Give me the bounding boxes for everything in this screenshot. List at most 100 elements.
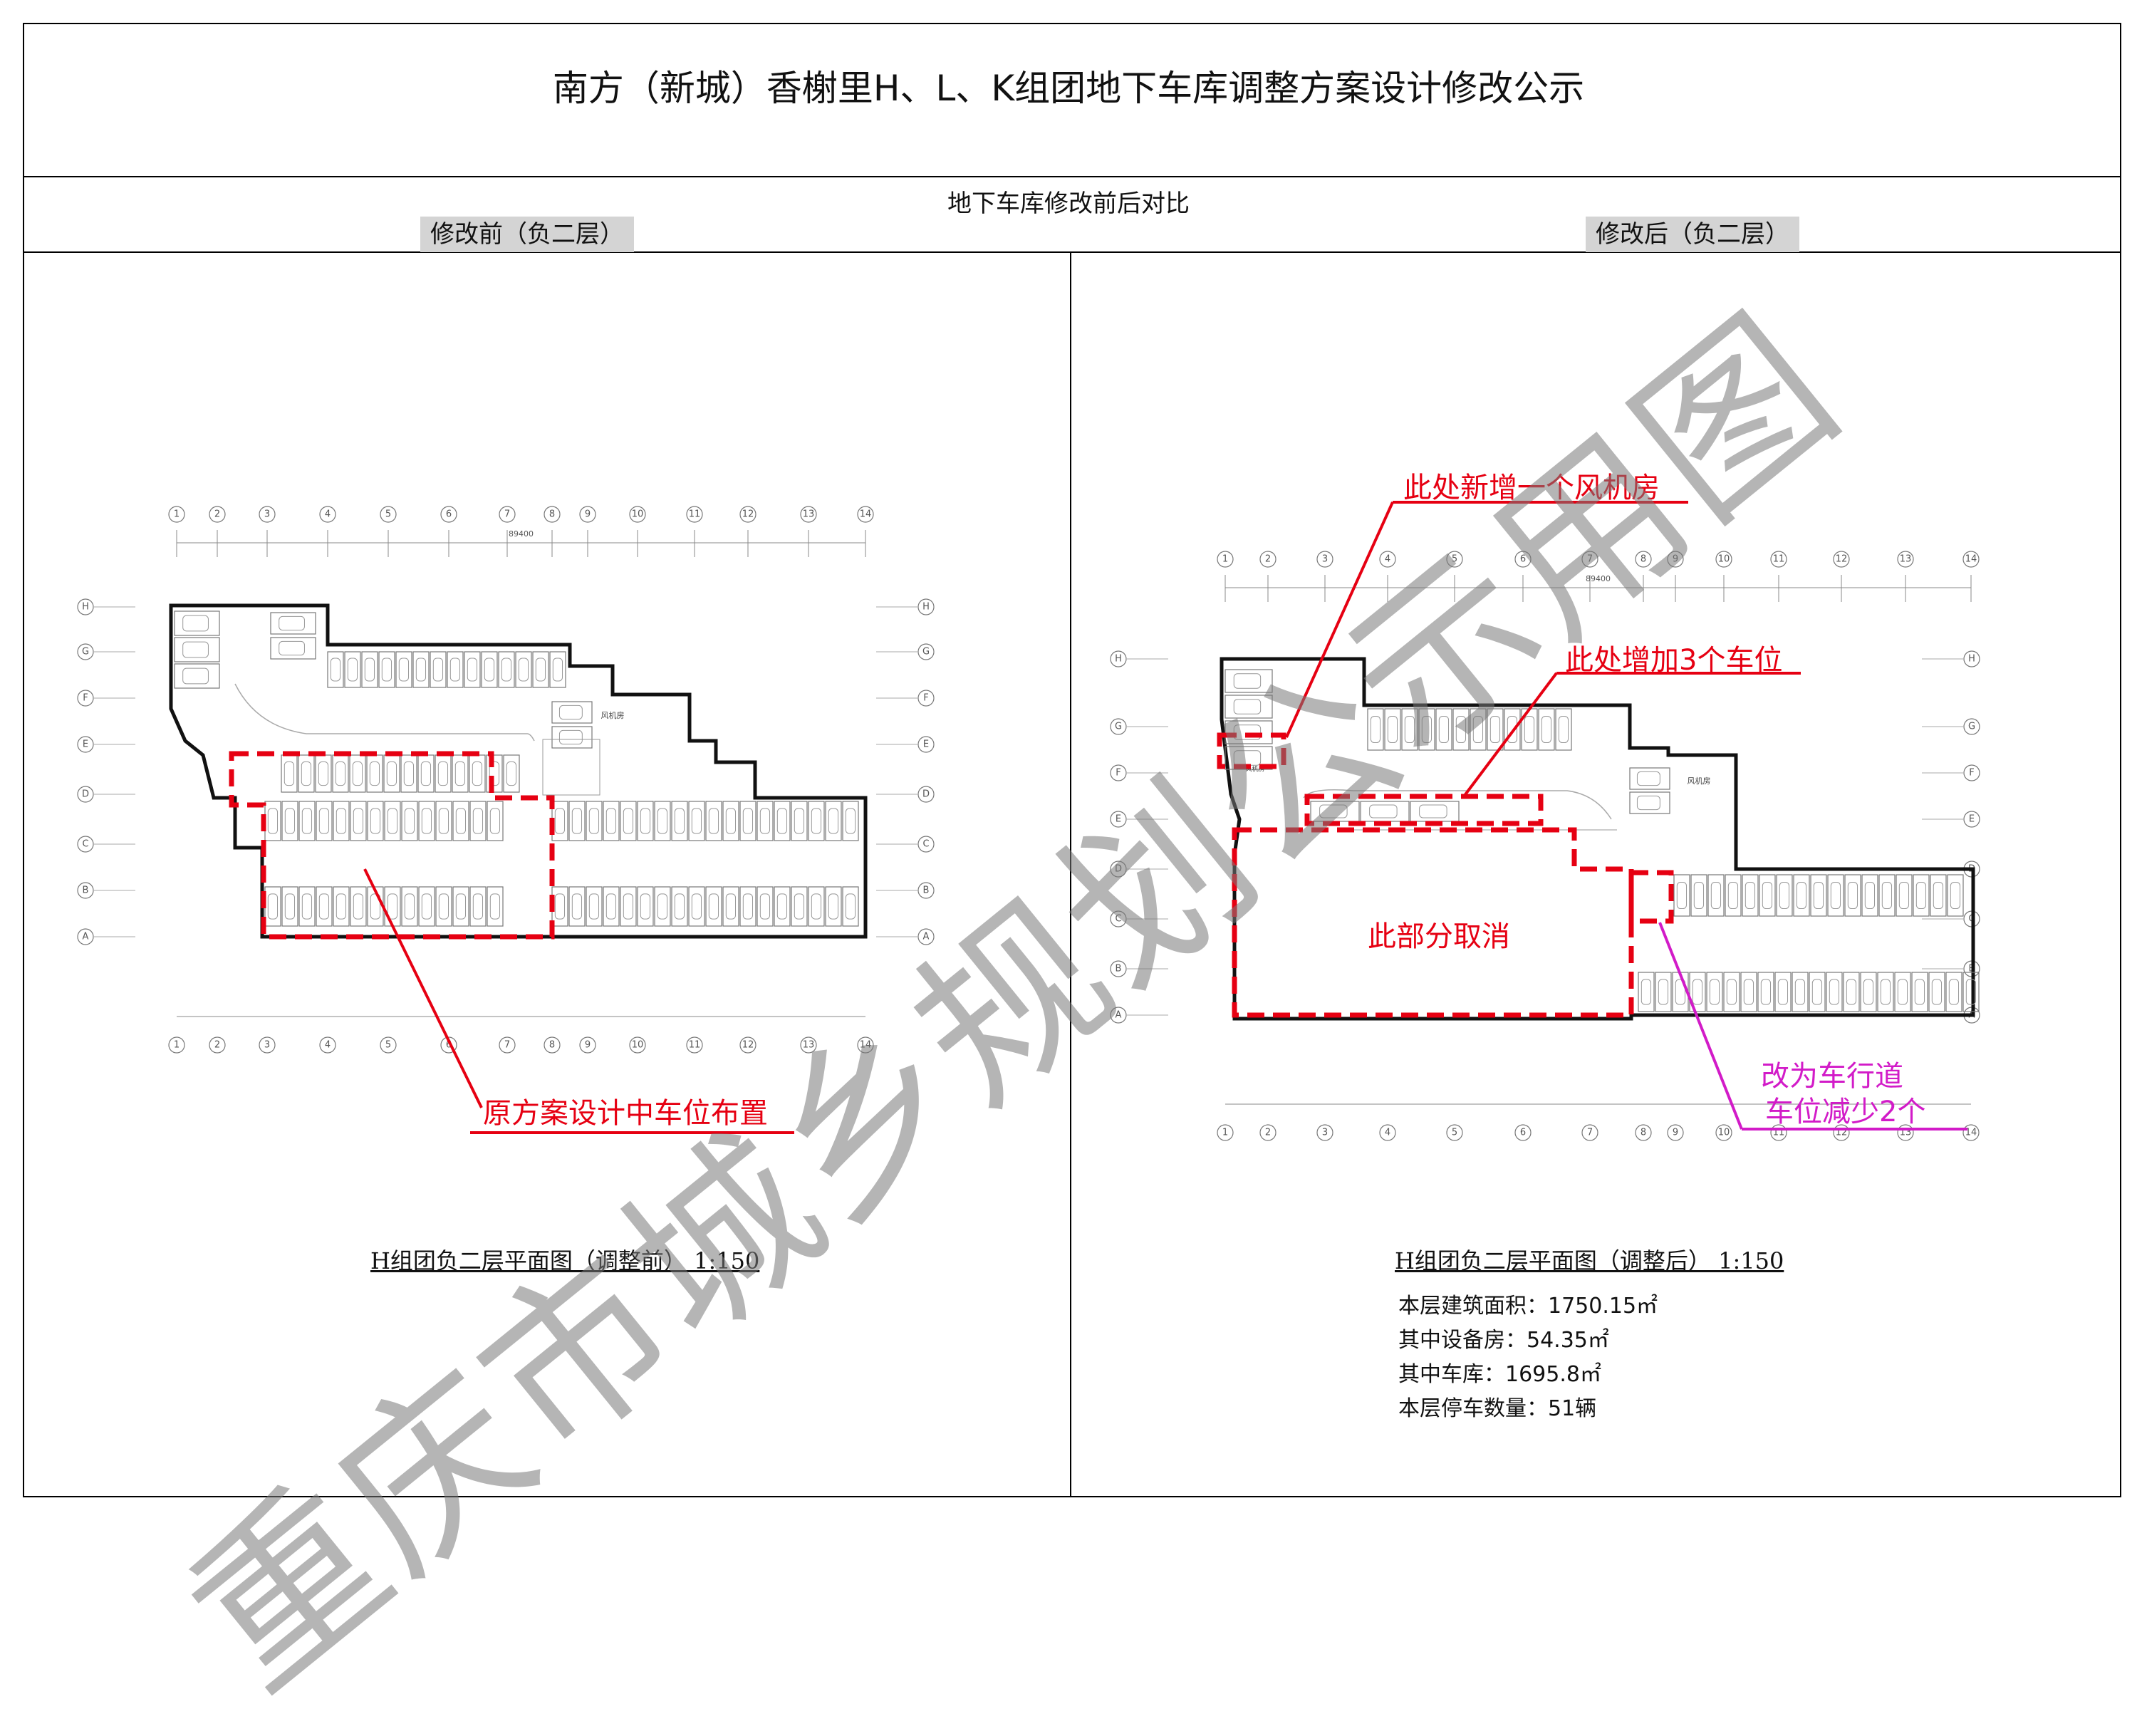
parking-space [774, 801, 791, 841]
axis-label-B: B [923, 885, 930, 896]
parking-space [469, 754, 486, 793]
parking-space [270, 612, 316, 635]
axis-bubble [77, 643, 94, 660]
axis-bubble [1110, 650, 1127, 667]
axis-bubble [259, 1036, 276, 1054]
parking-space [722, 886, 739, 927]
parking-space [671, 801, 688, 841]
axis-label-B: B [1116, 964, 1122, 974]
car-icon [1847, 881, 1858, 910]
parking-space [316, 801, 333, 841]
axis-label-6: 6 [446, 1040, 452, 1051]
parking-space [568, 801, 586, 841]
car-icon [1762, 881, 1773, 910]
axis-bubble [1514, 1124, 1532, 1141]
axis-label-4: 4 [325, 509, 331, 520]
parking-space [603, 801, 620, 841]
axis-label-3: 3 [1322, 1128, 1328, 1138]
axis-bubble [544, 1036, 561, 1054]
axis-bubble [77, 928, 94, 945]
car-icon [387, 808, 398, 834]
car-icon [301, 893, 313, 920]
axis-bubble [1963, 764, 1980, 781]
axis-bubble [1259, 551, 1277, 568]
before-panel-label: 修改前（负二层） [420, 217, 634, 252]
parking-space [1470, 708, 1487, 751]
parking-space [384, 886, 401, 927]
car-icon [284, 808, 296, 834]
parking-space [1225, 746, 1273, 770]
car-icon [657, 808, 668, 834]
axis-bubble [77, 882, 94, 899]
axis-label-G: G [82, 647, 89, 658]
parking-space [1928, 972, 1945, 1012]
parking-space [637, 801, 654, 841]
title-divider [23, 176, 2121, 177]
comparison-subtitle: 地下车库修改前后对比 [947, 189, 1190, 218]
parking-space [350, 801, 367, 841]
parking-space [722, 801, 739, 841]
parking-space [1225, 695, 1273, 719]
parking-space [452, 754, 469, 793]
axis-label-3: 3 [264, 509, 270, 520]
parking-space [705, 801, 722, 841]
parking-space [298, 754, 315, 793]
car-icon [489, 808, 501, 834]
axis-label-E: E [1116, 814, 1121, 825]
floor-statistics: 本层建筑面积：1750.15㎡ 其中设备房：54.35㎡ 其中车库：1695.8… [1398, 1289, 1658, 1426]
axis-label-H: H [1968, 654, 1975, 665]
car-icon [489, 893, 501, 920]
axis-bubble [686, 1036, 703, 1054]
parking-space [654, 801, 671, 841]
parking-space [264, 886, 281, 927]
axis-label-7: 7 [504, 1040, 510, 1051]
floor-plans: 1122334455667788991010111112121313141489… [77, 501, 1980, 1141]
parking-space [1861, 874, 1878, 917]
cancel-area-box [1232, 827, 1634, 1018]
axis-bubble [1715, 551, 1732, 568]
parking-space [1418, 708, 1435, 751]
parking-space [417, 754, 435, 793]
car-icon [1760, 979, 1772, 1005]
parking-space [515, 651, 532, 688]
axis-label-8: 8 [1641, 1128, 1646, 1138]
axis-label-G: G [1968, 722, 1975, 732]
parking-space [549, 651, 566, 688]
parking-space [756, 801, 774, 841]
axis-label-7: 7 [504, 509, 510, 520]
axis-label-F: F [923, 693, 928, 704]
parking-space [1843, 972, 1860, 1012]
parking-space [361, 651, 378, 688]
car-icon [691, 893, 702, 920]
axis-label-11: 11 [1773, 554, 1785, 565]
axis-label-12: 12 [742, 1040, 754, 1051]
add-spaces-box [1304, 794, 1544, 826]
car-icon [387, 893, 398, 920]
axis-bubble [1581, 551, 1598, 568]
axis-label-10: 10 [632, 509, 644, 520]
car-icon [794, 808, 805, 834]
car-icon [1881, 881, 1893, 910]
parking-space [327, 651, 344, 688]
car-icon [725, 808, 737, 834]
add-spaces-note: 此处增加3个车位 [1565, 644, 1783, 677]
parking-space [498, 651, 515, 688]
car-icon [1419, 804, 1447, 818]
axis-label-G: G [1115, 722, 1122, 732]
axis-label-4: 4 [325, 1040, 331, 1051]
axis-label-8: 8 [549, 509, 555, 520]
parking-space [333, 801, 350, 841]
parking-space [1911, 972, 1928, 1012]
parking-space [1225, 720, 1273, 744]
stat-equipment: 其中设备房：54.35㎡ [1398, 1328, 1609, 1353]
car-icon [845, 808, 856, 834]
car-icon [472, 761, 483, 786]
car-icon [811, 893, 822, 920]
axis-label-1: 1 [1222, 1128, 1228, 1138]
car-icon [1830, 881, 1841, 910]
car-icon [794, 893, 805, 920]
axis-bubble [800, 506, 817, 523]
axis-bubble [319, 1036, 336, 1054]
parking-space [435, 886, 452, 927]
axis-bubble [579, 1036, 596, 1054]
